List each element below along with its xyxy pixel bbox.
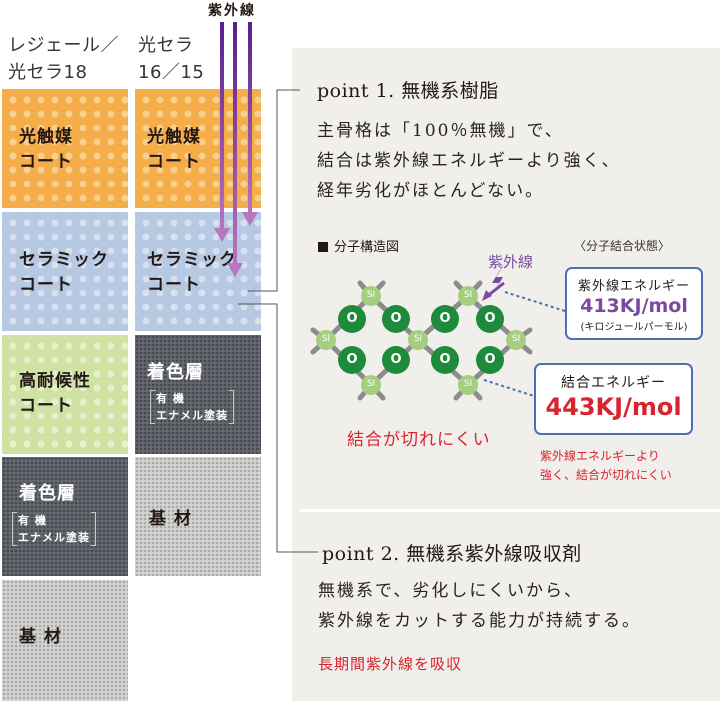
- stronger-note-line2: 強く、結合が切れにくい: [540, 468, 672, 482]
- uv-label-top: 紫外線: [208, 3, 256, 19]
- column-label-hikarisera: 光セラ 16／15: [138, 32, 204, 86]
- column-label-line1: 光セラ: [138, 35, 194, 56]
- point1-body: 主骨格は「100％無機」で、 結合は紫外線エネルギーより強く、 経年劣化がほとん…: [317, 116, 621, 206]
- layer-name2: コート: [19, 275, 73, 295]
- silicon-atom: SI: [366, 379, 376, 389]
- layer-name: 基 材: [149, 509, 192, 529]
- point1-line: 結合は紫外線エネルギーより強く、: [317, 151, 621, 171]
- layer-label: 光触媒コート: [19, 125, 73, 175]
- layer-name2: コート: [19, 152, 73, 172]
- column-label-line2: 16／15: [138, 62, 205, 83]
- bond-energy-box: 結合エネルギー 443KJ/mol: [534, 363, 693, 435]
- point2-line: 紫外線をカットする能力が持続する。: [318, 611, 641, 631]
- layer-sub-bracket: 有 機エナメル塗装: [12, 512, 96, 546]
- layer-color: 着色層 有 機エナメル塗装: [2, 457, 128, 576]
- bond-energy-title: 結合エネルギー: [561, 375, 666, 391]
- oxygen-atom: O: [390, 311, 402, 326]
- layer-name2: コート: [147, 152, 201, 172]
- silicon-atom: SI: [511, 334, 521, 344]
- layer-substrate: 基 材: [135, 457, 261, 576]
- silicon-atom: SI: [463, 379, 473, 389]
- uv-energy-box: 紫外線エネルギー 413KJ/mol (キロジュールパーモル): [565, 267, 703, 340]
- point2-note: 長期間紫外線を吸収: [318, 655, 463, 673]
- layer-photocatalyst-coat: 光触媒コート: [2, 89, 128, 208]
- layer-name: 高耐候性: [19, 371, 91, 391]
- layer-label: セラミックコート: [19, 248, 109, 298]
- layer-ceramic-coat: セラミックコート: [2, 212, 128, 331]
- layer-sub1: 有 機: [18, 514, 47, 527]
- layer-label: セラミックコート: [147, 248, 237, 298]
- oxygen-atom: O: [484, 352, 496, 367]
- uv-energy-value: 413KJ/mol: [580, 295, 688, 317]
- silicon-atom: SI: [463, 290, 473, 300]
- point1-line: 経年劣化がほとんどない。: [317, 181, 545, 201]
- layer-sub2: エナメル塗装: [18, 531, 90, 544]
- silicon-atom: SI: [413, 334, 423, 344]
- layer-label: 高耐候性コート: [19, 369, 91, 419]
- uv-energy-unit: (キロジュールパーモル): [580, 322, 688, 333]
- layer-name2: コート: [19, 396, 73, 416]
- square-bullet-icon: [318, 242, 328, 252]
- layer-sub1: 有 機: [156, 392, 185, 405]
- point2-body: 無機系で、劣化しにくいから、 紫外線をカットする能力が持続する。: [318, 576, 641, 636]
- layer-name: 光触媒: [19, 127, 73, 147]
- point1-title: point 1. 無機系樹脂: [317, 80, 499, 102]
- layer-name: セラミック: [19, 250, 109, 270]
- layer-name: 着色層: [19, 483, 76, 504]
- oxygen-atom: O: [484, 311, 496, 326]
- silicon-atom: SI: [366, 290, 376, 300]
- molecule-caption: 結合が切れにくい: [347, 430, 491, 450]
- uv-energy-title: 紫外線エネルギー: [577, 279, 690, 294]
- layer-color: 着色層 有 機エナメル塗装: [135, 335, 261, 454]
- point1-line: 主骨格は「100％無機」で、: [317, 121, 564, 141]
- uv-arrows: [214, 22, 258, 277]
- molecule-heading-text: 分子構造図: [334, 240, 400, 255]
- layer-photocatalyst-coat: 光触媒コート: [135, 89, 261, 208]
- layer-name: 着色層: [147, 362, 204, 383]
- column-label-regele: レジェール／ 光セラ18: [8, 32, 119, 86]
- molecule-diagram: [310, 263, 566, 401]
- silicon-atom: SI: [321, 334, 331, 344]
- bond-energy-value: 443KJ/mol: [545, 393, 682, 421]
- layer-ceramic-coat: セラミックコート: [135, 212, 261, 331]
- oxygen-atom: O: [439, 352, 451, 367]
- bond-state-label: 〈分子結合状態〉: [574, 239, 671, 253]
- layer-name: 基 材: [19, 627, 62, 647]
- uv-label-molecule: 紫外線: [488, 253, 534, 271]
- molecule-heading: 分子構造図: [318, 236, 399, 255]
- panel-divider: [300, 509, 720, 512]
- stronger-note-line1: 紫外線エネルギーより: [540, 449, 660, 463]
- oxygen-atom: O: [390, 352, 402, 367]
- column-label-line1: レジェール／: [8, 35, 119, 56]
- layer-label: 光触媒コート: [147, 125, 201, 175]
- oxygen-atom: O: [439, 311, 451, 326]
- connector-lines: [238, 89, 318, 553]
- layer-name2: コート: [147, 275, 201, 295]
- layer-sub2: エナメル塗装: [156, 409, 228, 422]
- point2-title: point 2. 無機系紫外線吸収剤: [322, 543, 582, 565]
- layer-substrate: 基 材: [2, 580, 128, 701]
- oxygen-atom: O: [346, 352, 358, 367]
- layer-weather-resistant-coat: 高耐候性コート: [2, 335, 128, 454]
- oxygen-atom: O: [346, 311, 358, 326]
- point2-line: 無機系で、劣化しにくいから、: [318, 581, 583, 601]
- layer-sub-bracket: 有 機エナメル塗装: [150, 390, 234, 424]
- layer-name: 光触媒: [147, 127, 201, 147]
- column-label-line2: 光セラ18: [8, 62, 88, 83]
- layer-name: セラミック: [147, 250, 237, 270]
- stronger-note: 紫外線エネルギーより 強く、結合が切れにくい: [540, 447, 672, 485]
